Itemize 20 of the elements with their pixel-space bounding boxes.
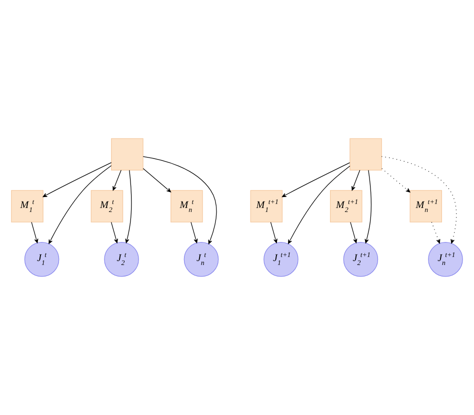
arrow: [288, 166, 350, 244]
arrow: [48, 165, 112, 244]
arrow: [31, 222, 38, 244]
arrow: [42, 162, 112, 198]
node-box: [111, 138, 144, 170]
arrow: [142, 156, 217, 244]
arrow: [110, 222, 118, 244]
node-box: [350, 138, 382, 170]
arrow: [190, 222, 198, 244]
arrow: [350, 222, 358, 244]
arrow: [112, 170, 122, 191]
arrow: [382, 168, 410, 192]
arrow: [352, 170, 360, 191]
arrow: [282, 162, 350, 198]
arrow: [364, 170, 372, 244]
arrow: [431, 222, 440, 244]
arrow: [125, 170, 132, 244]
arrow: [142, 168, 172, 192]
arrow: [270, 222, 278, 244]
arrow: [381, 156, 457, 244]
